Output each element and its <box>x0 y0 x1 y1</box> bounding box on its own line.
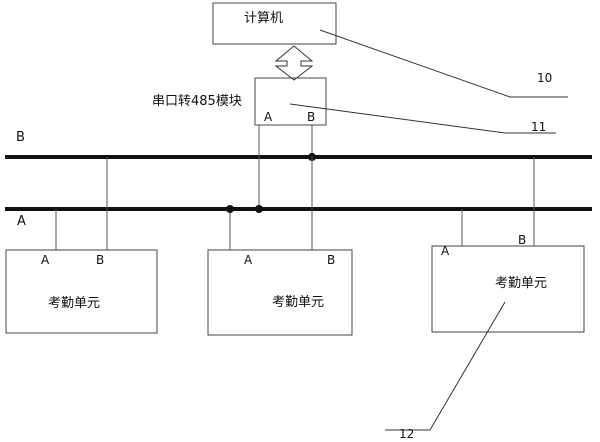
junction-unit-2-a <box>226 205 234 213</box>
bus-a-label: A <box>17 214 26 229</box>
unit-3-pin-b: B <box>518 233 526 247</box>
unit-box-2 <box>207 249 353 336</box>
callout-11-label: 11 <box>531 120 546 134</box>
unit-box-1 <box>5 249 158 334</box>
unit-3-label: 考勤单元 <box>495 276 547 291</box>
junction-converter-a <box>255 205 263 213</box>
unit-2-pin-a: A <box>244 253 253 267</box>
unit-1-label: 考勤单元 <box>48 296 100 311</box>
unit-3-pin-a: A <box>441 244 450 258</box>
bidirectional-arrow <box>274 45 314 81</box>
callout-leader-12 <box>385 301 506 431</box>
converter-pin-a: A <box>264 110 273 124</box>
unit-1-pin-b: B <box>96 253 104 267</box>
unit-2-label: 考勤单元 <box>272 295 324 310</box>
bus-b-label: B <box>16 130 25 145</box>
unit-1-pin-a: A <box>41 253 50 267</box>
unit-2-pin-b: B <box>327 253 335 267</box>
callout-leader-10 <box>319 29 568 98</box>
callout-12-label: 12 <box>399 427 414 441</box>
computer-box <box>212 2 337 45</box>
callout-10-label: 10 <box>537 71 552 85</box>
unit-box-3 <box>431 245 585 333</box>
computer-label: 计算机 <box>244 11 283 26</box>
converter-label: 串口转485模块 <box>152 94 242 109</box>
converter-box <box>254 77 327 126</box>
converter-pin-b: B <box>307 110 315 124</box>
callout-leader-11 <box>289 103 556 134</box>
